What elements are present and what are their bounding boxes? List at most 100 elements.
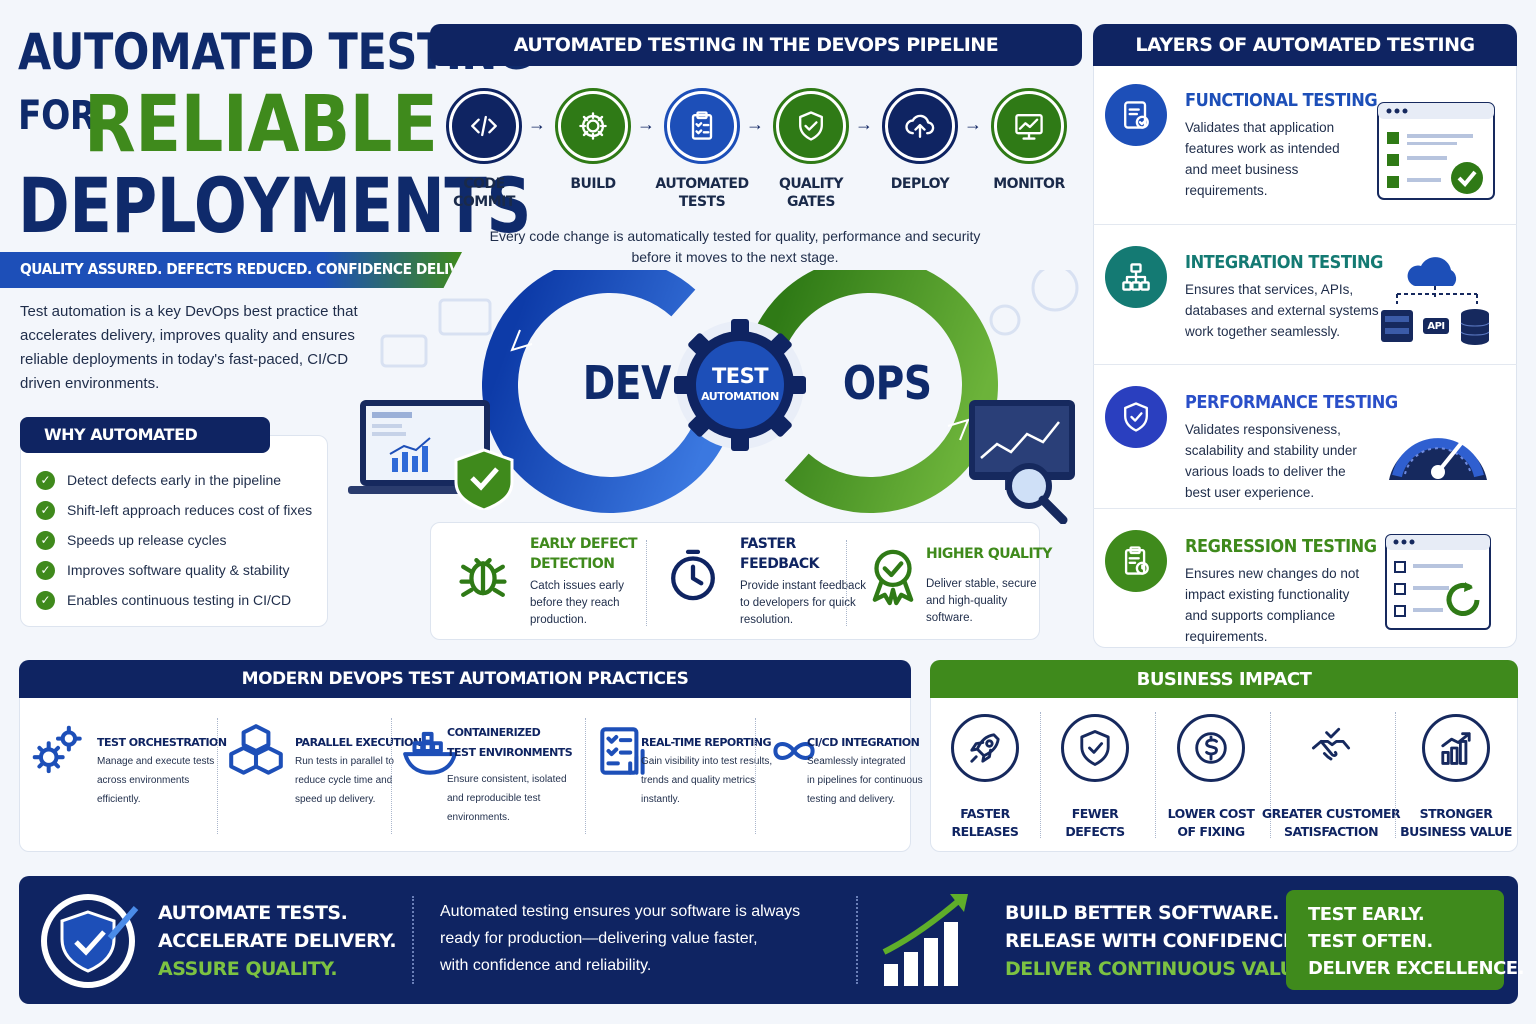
layer-desc-line: requirements. [1185,183,1268,198]
divider [1093,224,1517,225]
practice-desc-line: efficiently. [97,794,141,805]
footer-divider-1 [412,896,414,984]
arrow-right-icon: → [746,114,764,134]
award-icon [860,542,926,608]
layer-desc-line: Validates that application [1185,120,1335,135]
practice-title-1: TEST ORCHESTRATION [97,736,227,749]
loop-center-1: TEST [711,364,769,388]
layer-desc-line: databases and external systems [1185,303,1379,318]
benefit-desc-line: before they reach [530,597,620,609]
practice-desc-line: trends and quality metrics [641,775,755,786]
practice-title-1: CONTAINERIZED [447,726,541,739]
layers-header: LAYERS OF AUTOMATED TESTING [1093,24,1517,66]
step-label-2: GATES [787,194,835,210]
tagline: QUALITY ASSURED. DEFECTS REDUCED. CONFID… [20,260,503,278]
footer-banner [19,876,1518,1004]
practice-desc-line: and reproducible test [447,793,541,804]
practice-title-1: REAL-TIME REPORTING [641,736,772,749]
growth-chart-icon [882,894,968,986]
layer-desc-line: various loads to deliver the [1185,464,1346,479]
layer-desc-line: requirements. [1185,629,1268,644]
tagline-banner: QUALITY ASSURED. DEFECTS REDUCED. CONFID… [0,252,462,288]
practice-desc-line: Ensure consistent, isolated [447,774,567,785]
pipeline-step-2: BUILD [547,86,639,216]
benefit-desc-line: resolution. [740,614,794,626]
monitor-analytics-icon [969,400,1075,524]
divider [646,540,647,626]
dollar-icon [1177,714,1245,782]
step-label-1: CODE [463,176,505,192]
devops-loop [380,270,1079,513]
footer-a3: ASSURE QUALITY. [158,958,338,980]
code-icon [452,94,516,158]
practice-desc-line: Manage and execute tests [97,756,215,767]
why-item: ✓Enables continuous testing in CI/CD [36,588,326,612]
footer-divider-2 [856,896,858,984]
step-icon-ring [991,88,1067,164]
layer-desc-line: work together seamlessly. [1185,324,1341,339]
benefit-desc-line: Catch issues early [530,580,624,592]
divider [391,718,392,834]
gear-icon [561,94,625,158]
footer-b3: DELIVER CONTINUOUS VALUE. [1005,958,1314,980]
layer-desc-line: scalability and stability under [1185,443,1357,458]
practice-desc-line: across environments [97,775,190,786]
pipeline-caption-2: before it moves to the next stage. [631,249,839,265]
layer-desc-line: Validates responsiveness, [1185,422,1341,437]
footer-callout-box [1286,890,1504,990]
handshake-icon [1297,714,1365,782]
check-circle-icon: ✓ [36,560,55,580]
layer-desc-line: Ensures that services, APIs, [1185,282,1354,297]
why-item-label: Shift-left approach reduces cost of fixe… [67,502,313,518]
layer-desc-line: and supports compliance [1185,608,1336,623]
practice-2: PARALLEL EXECUTION Run tests in parallel … [225,698,422,848]
benefit-desc-line: and high-quality [926,595,1008,607]
practice-title-1: PARALLEL EXECUTION [295,736,422,749]
form-check-icon [1105,84,1167,146]
benefit-title-2: DETECTION [530,556,615,572]
title-line-3: DEPLOYMENTS [18,161,531,250]
why-item: ✓Detect defects early in the pipeline [36,468,326,492]
why-item: ✓Improves software quality & stability [36,558,326,582]
shield-check-icon [41,894,139,988]
title-reliable: RELIABLE [84,80,438,170]
benefit-desc-line: Provide instant feedback [740,580,866,592]
loop-dev-label: DEV [582,356,672,410]
footer-middle-1: Automated testing ensures your software … [440,903,801,920]
impact-label-2: OF FIXING [1177,824,1245,839]
practice-desc-line: Run tests in parallel to [295,756,394,767]
practice-desc-line: Gain visibility into test results, [641,756,773,767]
gears-icon [27,720,89,790]
pipeline-step-6: MONITOR [983,86,1075,216]
speedometer-icon [1383,392,1493,486]
benefit-desc-line: production. [530,614,587,626]
divider [1040,712,1041,838]
benefit-title-1: FASTER [740,536,796,552]
layer-title: REGRESSION TESTING [1185,536,1377,557]
practice-desc-line: Seamlessly integrated [807,756,906,767]
cloud-upload-icon [888,94,952,158]
pipeline-caption-1: Every code change is automatically teste… [489,228,981,244]
divider [1155,712,1156,838]
check-circle-icon: ✓ [36,500,55,520]
network-icon [1105,246,1167,308]
why-item-label: Enables continuous testing in CI/CD [67,592,292,608]
container-icon [399,720,461,790]
practices-header: MODERN DEVOPS TEST AUTOMATION PRACTICES [19,660,911,698]
practice-1: TEST ORCHESTRATION Manage and execute tes… [27,698,227,848]
divider [846,540,847,626]
bar-growth-icon [1422,714,1490,782]
monitor-chart-icon [997,94,1061,158]
layer-desc-line: Ensures new changes do not [1185,566,1360,581]
check-circle-icon: ✓ [36,470,55,490]
